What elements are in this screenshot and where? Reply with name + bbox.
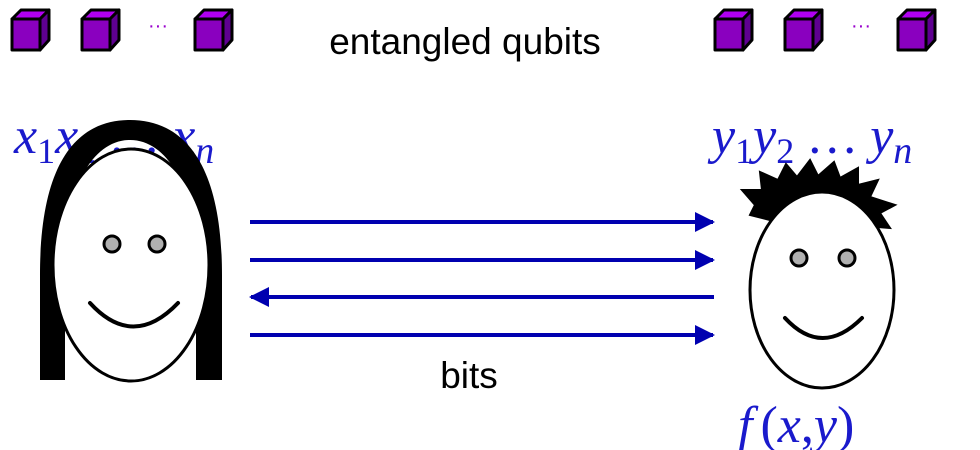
- output-comma: ,: [801, 397, 814, 450]
- bob-qubit-dots: ···: [851, 15, 871, 37]
- bob-input-sub-1: 1: [735, 131, 753, 171]
- alice-qubit-dots: ···: [148, 15, 168, 37]
- bob-qubits: ···: [713, 8, 937, 52]
- bob-head: [748, 190, 896, 390]
- alice-input-var-1: x: [13, 108, 37, 165]
- bob-output: f(x,y): [738, 397, 854, 450]
- alice-input-sub-n: n: [195, 130, 214, 172]
- alice-left-eye: [102, 234, 122, 254]
- bob-smile: [783, 316, 864, 340]
- output-paren-close: ): [837, 397, 854, 450]
- bob-input-var-n: y: [865, 108, 894, 165]
- bob-input: y1y2…yn: [707, 108, 912, 172]
- entangled-qubits-label: entangled qubits: [329, 21, 601, 62]
- bob-left-eye: [789, 248, 809, 268]
- bob-right-eye: [837, 248, 857, 268]
- alice-hair: [40, 120, 222, 380]
- bob-input-var-2: y: [748, 108, 777, 165]
- alice-smile: [88, 301, 180, 329]
- message-arrows: [249, 212, 715, 345]
- bob-input-sub-2: 2: [776, 131, 794, 171]
- bob-input-ellipsis: …: [806, 108, 858, 165]
- bob-qubit-1: [713, 8, 754, 52]
- bits-label: bits: [440, 355, 498, 396]
- output-paren-open: (: [760, 397, 777, 450]
- alice-qubits: ···: [10, 8, 234, 52]
- alice-qubit-n: [193, 8, 234, 52]
- bob-input-var-1: y: [707, 108, 736, 165]
- alice-face: [40, 120, 222, 383]
- bob-qubit-n: [896, 8, 937, 52]
- alice-qubit-2: [80, 8, 121, 52]
- bob-qubit-2: [783, 8, 824, 52]
- alice-input-sub-1: 1: [37, 131, 55, 171]
- output-arg-x: x: [777, 397, 801, 450]
- bob-input-sub-n: n: [893, 130, 912, 172]
- bob-face: [739, 158, 898, 390]
- alice-qubit-1: [10, 8, 51, 52]
- output-arg-y: y: [809, 397, 838, 450]
- alice-right-eye: [147, 234, 167, 254]
- output-func: f: [738, 397, 759, 450]
- alice-head: [51, 147, 211, 383]
